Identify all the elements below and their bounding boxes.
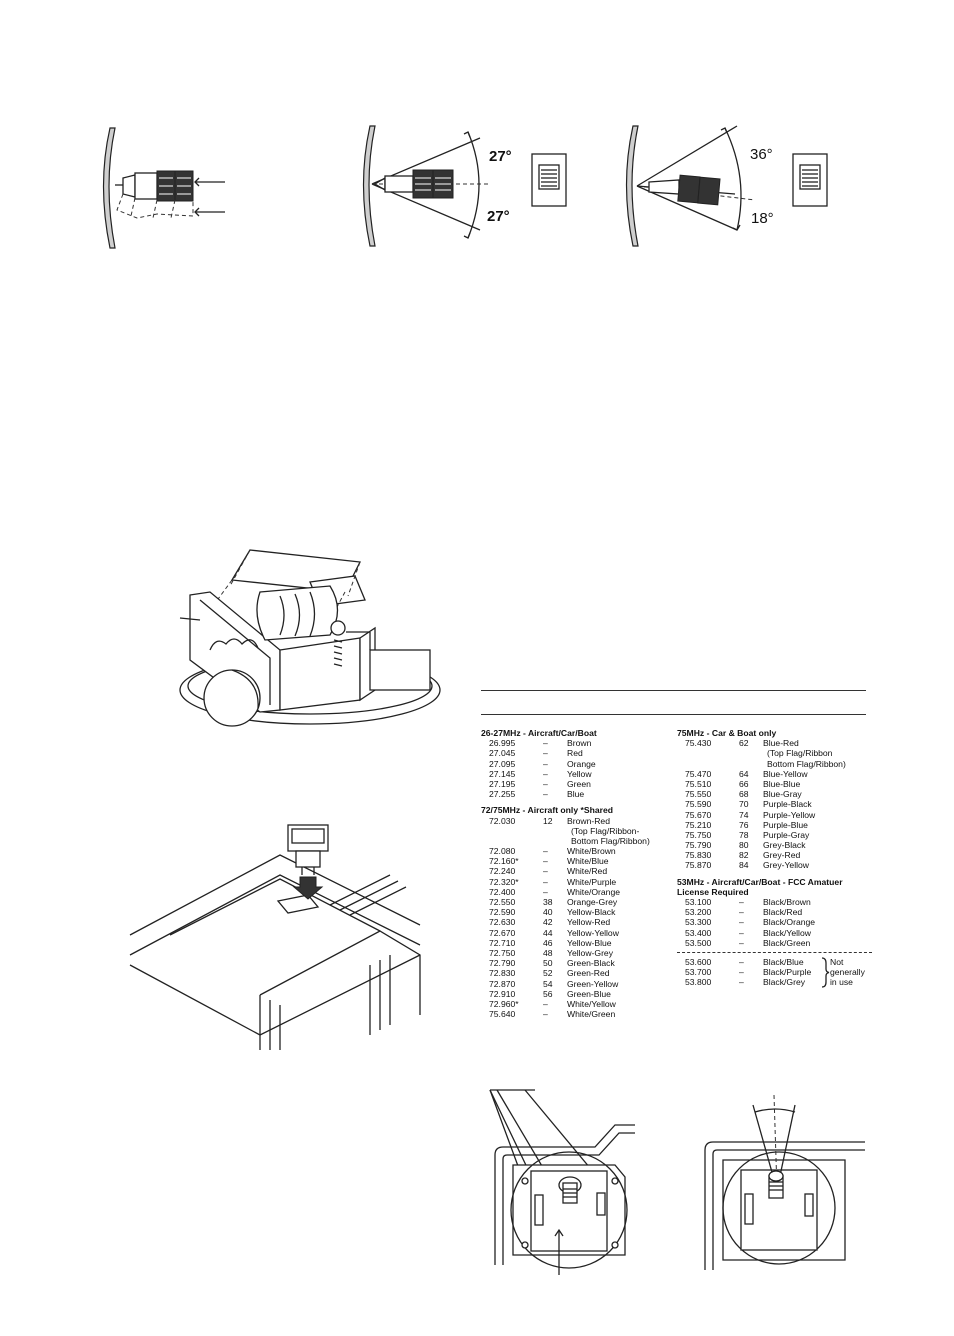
figure-dish-angle-3 [625,125,828,247]
table-row: 27.095–Orange [489,758,596,769]
angle-label-fig2-bottom: 27° [487,208,510,225]
table-row: 72.160*–White/Blue [489,856,609,867]
table-top-rule [481,690,866,691]
table-row: 53.500–Black/Green [685,937,811,948]
angle-label-fig2-top: 27° [489,148,512,165]
table-row: 75.640–White/Green [489,1009,616,1020]
table-row-continuation: (Top Flag/Ribbon- [571,825,640,836]
figure-crystal-insertion [129,824,421,1050]
table-row-continuation: Bottom Flag/Ribbon) [571,835,650,846]
table-row: 26.995–Brown [489,738,592,749]
table-row: 53.400–Black/Yellow [685,927,811,938]
table-row: 53.800–Black/Grey [685,977,806,988]
section-heading: 75MHz - Car & Boat only [677,728,777,738]
table-row: 27.145–Yellow [489,768,592,779]
table-left-column: 26-27MHz - Aircraft/Car/Boat 26.995–Brow… [481,728,676,1019]
section-heading: 26-27MHz - Aircraft/Car/Boat [481,728,597,738]
figure-stick-adjust-1 [489,1089,635,1275]
table-row-continuation: (Top Flag/Ribbon [767,748,833,759]
figure-dish-servo-1 [102,127,225,249]
not-in-use-note: Not generally in use [830,956,865,988]
figure-gimbal-assembly [179,549,441,727]
table-row: 53.700–Black/Purple [685,967,812,978]
table-second-rule [481,714,866,715]
table-row-continuation: Bottom Flag/Ribbon) [767,758,846,769]
table-row: 27.255–Blue [489,789,585,800]
angle-label-fig3-top: 36° [750,146,773,163]
brace-icon [821,957,830,988]
table-row: 53.600–Black/Blue [685,956,804,967]
table-row: 53.100–Black/Brown [685,897,811,908]
section-heading: 53MHz - Aircraft/Car/Boat - FCC Amatuer [677,876,843,887]
dashed-divider [677,951,872,953]
table-row: 72.240–White/Red [489,866,608,877]
angle-label-fig3-bottom: 18° [751,210,774,227]
table-row: 27.045–Red [489,748,583,759]
table-row: 27.195–Green [489,778,591,789]
not-in-use-group: 53.600–Black/Blue 53.700–Black/Purple 53… [677,957,866,988]
section-heading: 72/75MHz - Aircraft only *Shared [481,805,613,816]
table-row: 72.080–White/Brown [489,846,616,857]
table-row: 53.200–Black/Red [685,907,803,918]
figure-dish-angle-2 [362,125,567,247]
table-row: 72.400–White/Orange [489,886,621,897]
table-row: 72.320*–White/Purple [489,876,617,887]
figure-stick-adjust-2 [704,1094,865,1270]
table-row: 53.300–Black/Orange [685,917,816,928]
section-heading-line2: License Required [677,886,749,897]
table-row: 72.960*–White/Yellow [489,998,616,1009]
